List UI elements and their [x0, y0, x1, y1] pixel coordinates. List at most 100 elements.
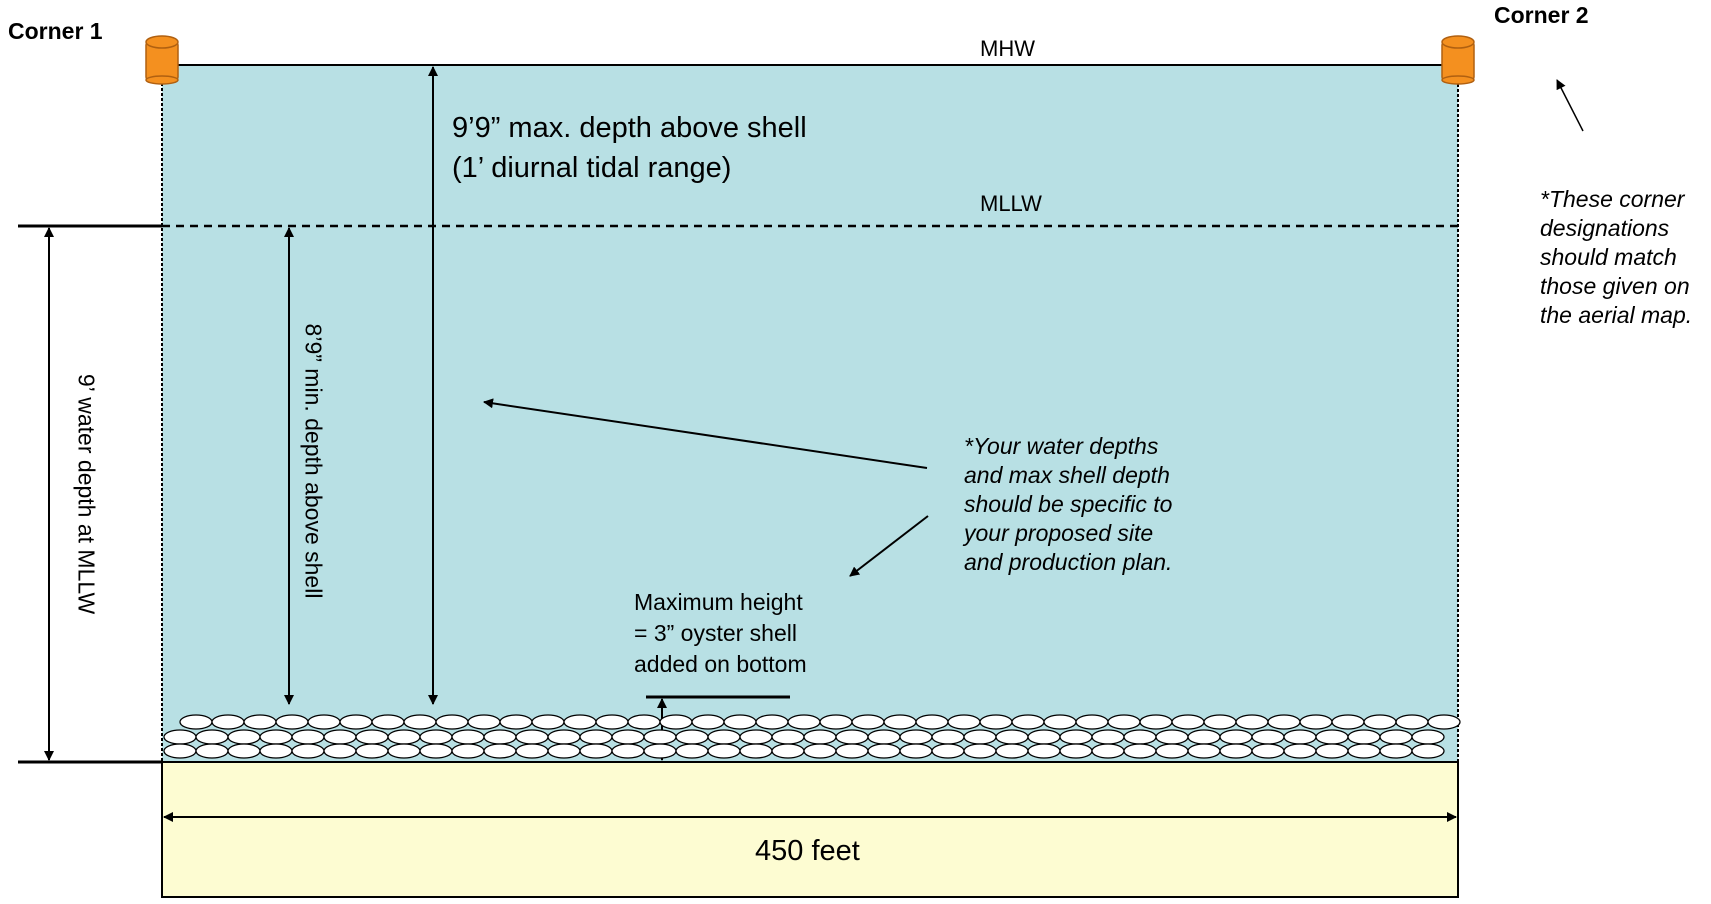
- max-height-line1: Maximum height: [634, 589, 803, 615]
- oyster-shell-icon: [915, 714, 949, 730]
- oyster-shell-icon: [195, 743, 229, 759]
- oyster-shell-icon: [723, 714, 757, 730]
- oyster-shell-icon: [211, 714, 245, 730]
- oyster-shell-icon: [931, 729, 965, 745]
- depth-note-line: and production plan.: [964, 549, 1173, 575]
- oyster-shell-icon: [691, 714, 725, 730]
- oyster-shell-icon: [291, 729, 325, 745]
- oyster-shell-icon: [1411, 729, 1445, 745]
- oyster-shell-icon: [1027, 729, 1061, 745]
- oyster-shell-icon: [339, 714, 373, 730]
- oyster-shell-icon: [1347, 729, 1381, 745]
- oyster-shell-icon: [259, 743, 293, 759]
- oyster-shell-icon: [867, 729, 901, 745]
- corner-note-line: the aerial map.: [1540, 302, 1693, 328]
- oyster-shell-icon: [515, 743, 549, 759]
- oyster-shell-icon: [467, 714, 501, 730]
- oyster-shell-icon: [1363, 714, 1397, 730]
- oyster-shell-icon: [675, 743, 709, 759]
- oyster-shell-icon: [403, 714, 437, 730]
- oyster-shell-icon: [707, 729, 741, 745]
- oyster-shell-icon: [419, 743, 453, 759]
- oyster-shell-icon: [451, 729, 485, 745]
- oyster-shell-icon: [643, 729, 677, 745]
- mhw-label: MHW: [980, 36, 1035, 61]
- oyster-shell-icon: [1075, 714, 1109, 730]
- oyster-shell-icon: [227, 729, 261, 745]
- oyster-shell-icon: [771, 729, 805, 745]
- oyster-shell-icon: [227, 743, 261, 759]
- oyster-shell-icon: [627, 714, 661, 730]
- oyster-shell-icon: [1187, 743, 1221, 759]
- oyster-shell-icon: [1379, 729, 1413, 745]
- oyster-shell-icon: [579, 743, 613, 759]
- oyster-shell-icon: [1235, 714, 1269, 730]
- oyster-shell-icon: [1283, 743, 1317, 759]
- oyster-shell-icon: [163, 729, 197, 745]
- oyster-shell-icon: [531, 714, 565, 730]
- corner-note-line: *These corner: [1540, 186, 1685, 212]
- oyster-shell-icon: [323, 729, 357, 745]
- oyster-shell-icon: [1267, 714, 1301, 730]
- oyster-shell-icon: [963, 729, 997, 745]
- oyster-shell-icon: [1187, 729, 1221, 745]
- oyster-shell-icon: [675, 729, 709, 745]
- oyster-shell-icon: [707, 743, 741, 759]
- oyster-shell-icon: [979, 714, 1013, 730]
- sand-bottom: [161, 761, 1459, 898]
- oyster-shell-icon: [419, 729, 453, 745]
- oyster-shell-icon: [355, 743, 389, 759]
- oyster-shell-icon: [995, 729, 1029, 745]
- max-height-line2: = 3” oyster shell: [634, 620, 797, 646]
- corner2-label: Corner 2: [1494, 2, 1589, 28]
- oyster-shell-icon: [1299, 714, 1333, 730]
- oyster-shell-icon: [323, 743, 357, 759]
- oyster-shell-icon: [867, 743, 901, 759]
- corner-note-line: designations: [1540, 215, 1670, 241]
- oyster-shell-icon: [611, 729, 645, 745]
- corner1-label: Corner 1: [8, 18, 103, 44]
- oyster-shell-icon: [387, 729, 421, 745]
- oyster-shell-icon: [739, 729, 773, 745]
- oyster-shell-icon: [755, 714, 789, 730]
- oyster-shell-icon: [451, 743, 485, 759]
- oyster-shell-icon: [1043, 714, 1077, 730]
- oyster-shell-icon: [1395, 714, 1429, 730]
- oyster-shell-icon: [787, 714, 821, 730]
- oyster-shell-icon: [195, 729, 229, 745]
- oyster-shell-icon: [1155, 743, 1189, 759]
- oyster-shell-icon: [563, 714, 597, 730]
- oyster-shell-icon: [1331, 714, 1365, 730]
- oyster-shell-icon: [1251, 743, 1285, 759]
- oyster-shell-icon: [291, 743, 325, 759]
- mllw-label: MLLW: [980, 191, 1042, 216]
- oyster-shell-icon: [1059, 743, 1093, 759]
- oyster-shell-icon: [1427, 714, 1461, 730]
- max-depth-label: 9’9” max. depth above shell (1’ diurnal …: [452, 108, 807, 188]
- max-height-label: Maximum height = 3” oyster shell added o…: [634, 587, 807, 680]
- oyster-shell-icon: [179, 714, 213, 730]
- oyster-shell-icon: [1315, 729, 1349, 745]
- oyster-shell-icon: [579, 729, 613, 745]
- oyster-shell-icon: [963, 743, 997, 759]
- oyster-shell-icon: [1251, 729, 1285, 745]
- depth-note-line: and max shell depth: [964, 462, 1170, 488]
- oyster-shell-icon: [515, 729, 549, 745]
- oyster-shell-icon: [1203, 714, 1237, 730]
- oyster-shell-icon: [1123, 729, 1157, 745]
- oyster-shell-icon: [595, 714, 629, 730]
- oyster-shell-icon: [435, 714, 469, 730]
- oyster-shell-icon: [483, 729, 517, 745]
- oyster-shell-icon: [1011, 714, 1045, 730]
- oyster-shell-icon: [1107, 714, 1141, 730]
- depth-note-line: your proposed site: [964, 520, 1154, 546]
- corner-note-line: should match: [1540, 244, 1677, 270]
- oyster-shell-icon: [243, 714, 277, 730]
- oyster-shell-layer: [163, 714, 1461, 759]
- oyster-shell-icon: [355, 729, 389, 745]
- corner-note: *These corner designations should match …: [1540, 185, 1711, 330]
- note-pointer-arrow-upper: [483, 398, 928, 469]
- oyster-shell-icon: [851, 714, 885, 730]
